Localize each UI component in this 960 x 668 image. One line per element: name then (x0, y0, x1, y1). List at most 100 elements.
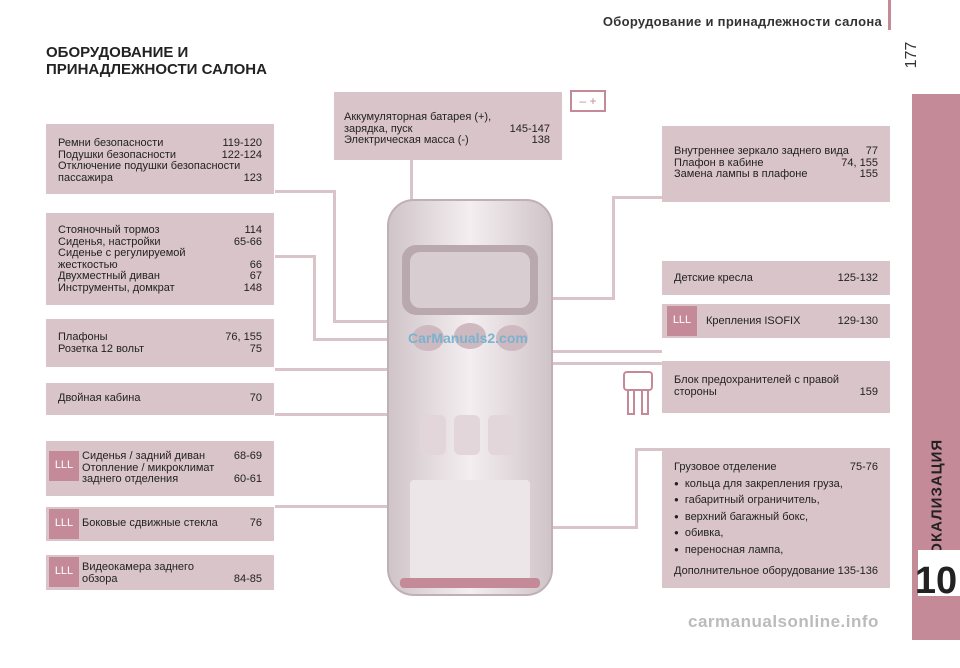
entry-pages: 122-124 (221, 148, 262, 161)
entry-row: Видеокамера заднего (82, 561, 262, 574)
leader-line (313, 255, 316, 340)
entry-label: Блок предохранителей с правой (674, 374, 840, 386)
battery-box: Аккумуляторная батарея (+),зарядка, пуск… (334, 92, 562, 160)
entry-row: стороны 159 (674, 385, 878, 399)
entry-pages: 148 (243, 281, 262, 294)
leader-line (275, 190, 335, 193)
entry-pages: 159 (859, 385, 878, 398)
entry-pages: 77 (865, 145, 878, 157)
entry-pages: 66 (249, 258, 262, 271)
entry-row: Подушки безопасности 122-124 (58, 148, 262, 162)
cargo-item: переносная лампа, (674, 544, 878, 557)
entry-label: обзора (82, 572, 118, 585)
entry-label: Стояночный тормоз (58, 224, 160, 236)
entry-label: Боковые сдвижные стекла (82, 517, 218, 529)
leader-line (275, 505, 455, 508)
entry-row: жесткостью 66 (58, 258, 262, 272)
entry-label: жесткостью (58, 258, 118, 271)
leader-line (333, 190, 336, 322)
van-illustration (387, 199, 553, 596)
cargo-item: габаритный ограничитель, (674, 494, 878, 507)
entry-label: Сиденье с регулируемой (58, 247, 186, 259)
entry-label: заднего отделения (82, 473, 179, 485)
cargo-item: обивка, (674, 527, 878, 540)
entry-label: Ремни безопасности (58, 137, 164, 149)
entry-label: зарядка, пуск (344, 122, 413, 135)
cargo-item: верхний багажный бокс, (674, 511, 878, 524)
entry-label: пассажира (58, 171, 113, 184)
entry-row: Двойная кабина 70 (58, 392, 262, 405)
section-label: ЛОКАЛИЗАЦИЯ (928, 438, 946, 567)
entry-pages: 84-85 (233, 572, 262, 585)
entry-label: Электрическая масса (-) (344, 134, 469, 146)
chapter-box (918, 550, 960, 596)
leader-line (635, 448, 663, 451)
battery-rows: Аккумуляторная батарея (+),зарядка, пуск… (344, 111, 550, 147)
entry-row: Электрическая масса (-) 138 (344, 134, 550, 147)
entry-row: обзора 84-85 (82, 572, 262, 586)
leader-line (275, 413, 460, 416)
entry-pages: 74, 155 (841, 156, 878, 169)
battery-icon: – + (570, 90, 606, 112)
entry-row: заднего отделения 60-61 (82, 473, 262, 486)
entry-label: Двойная кабина (58, 392, 141, 404)
entry-label: Аккумуляторная батарея (+), (344, 111, 492, 123)
entry-pages: 68-69 (233, 450, 262, 462)
entry-row: пассажира 123 (58, 171, 262, 185)
entry-pages: 119-120 (222, 137, 262, 149)
entry-pages: 155 (859, 168, 878, 180)
fuse-icon (623, 371, 653, 415)
chapter-number: 10 (914, 560, 958, 602)
entry-pages: 67 (249, 270, 262, 282)
entry-pages: 123 (243, 171, 262, 184)
seat-layout-icon: LLL (49, 509, 79, 539)
seat-layout-icon: LLL (49, 451, 79, 481)
cargo-item: кольца для закрепления груза, (674, 478, 878, 491)
entry-label: Подушки безопасности (58, 148, 177, 161)
entry-pages: 76, 155 (225, 331, 262, 343)
entry-row: Стояночный тормоз 114 (58, 224, 262, 237)
entry-pages: 70 (249, 392, 262, 404)
entry-label: Детские кресла (674, 272, 753, 284)
entry-pages: 76 (249, 517, 262, 529)
entry-row: Двухместный диван 67 (58, 270, 262, 283)
entry-row: Отопление / микроклимат (82, 462, 262, 475)
watermark: carmanualsonline.info (688, 612, 879, 631)
leader-line (333, 320, 403, 323)
entry-row: Аккумуляторная батарея (+), (344, 111, 550, 124)
page-title: ОБОРУДОВАНИЕ И ПРИНАДЛЕЖНОСТИ САЛОНА (46, 44, 267, 78)
entry-pages: 145-147 (509, 122, 550, 135)
entry-pages: 114 (244, 224, 262, 236)
entry-pages: 75 (249, 342, 262, 355)
entry-pages: 138 (531, 134, 550, 146)
entry-row: зарядка, пуск 145-147 (344, 122, 550, 136)
sliding-windows-box: LLL Боковые сдвижные стекла 76 (46, 507, 274, 541)
entry-row: Отключение подушки безопасности (58, 160, 262, 173)
entry-row: Боковые сдвижные стекла 76 (82, 517, 262, 530)
header-title: Оборудование и принадлежности салона (602, 14, 882, 29)
entry-label: Двухместный диван (58, 270, 160, 282)
entry-pages: 60-61 (233, 473, 262, 485)
entry-label: стороны (674, 385, 717, 398)
leader-line (612, 196, 662, 199)
entry-label: Отключение подушки безопасности (58, 160, 241, 172)
leader-line (612, 196, 615, 299)
watermark: CarManuals2.com (408, 330, 528, 346)
